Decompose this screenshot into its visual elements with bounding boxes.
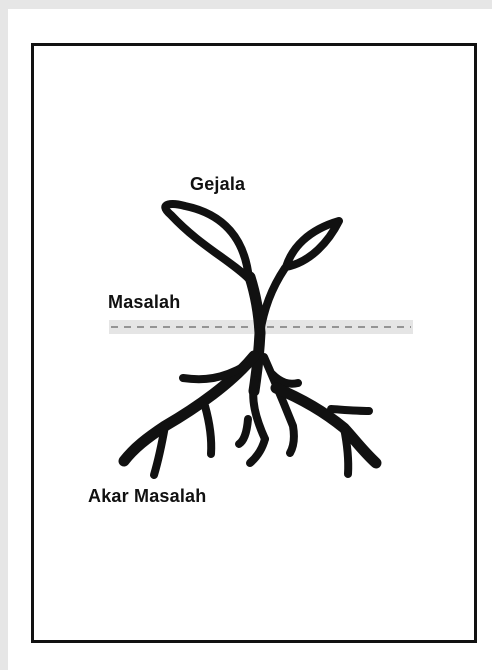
problem-label: Masalah	[108, 292, 180, 313]
diagram-frame	[31, 43, 477, 643]
root-cause-label: Akar Masalah	[88, 486, 206, 507]
symptom-label: Gejala	[190, 174, 245, 195]
